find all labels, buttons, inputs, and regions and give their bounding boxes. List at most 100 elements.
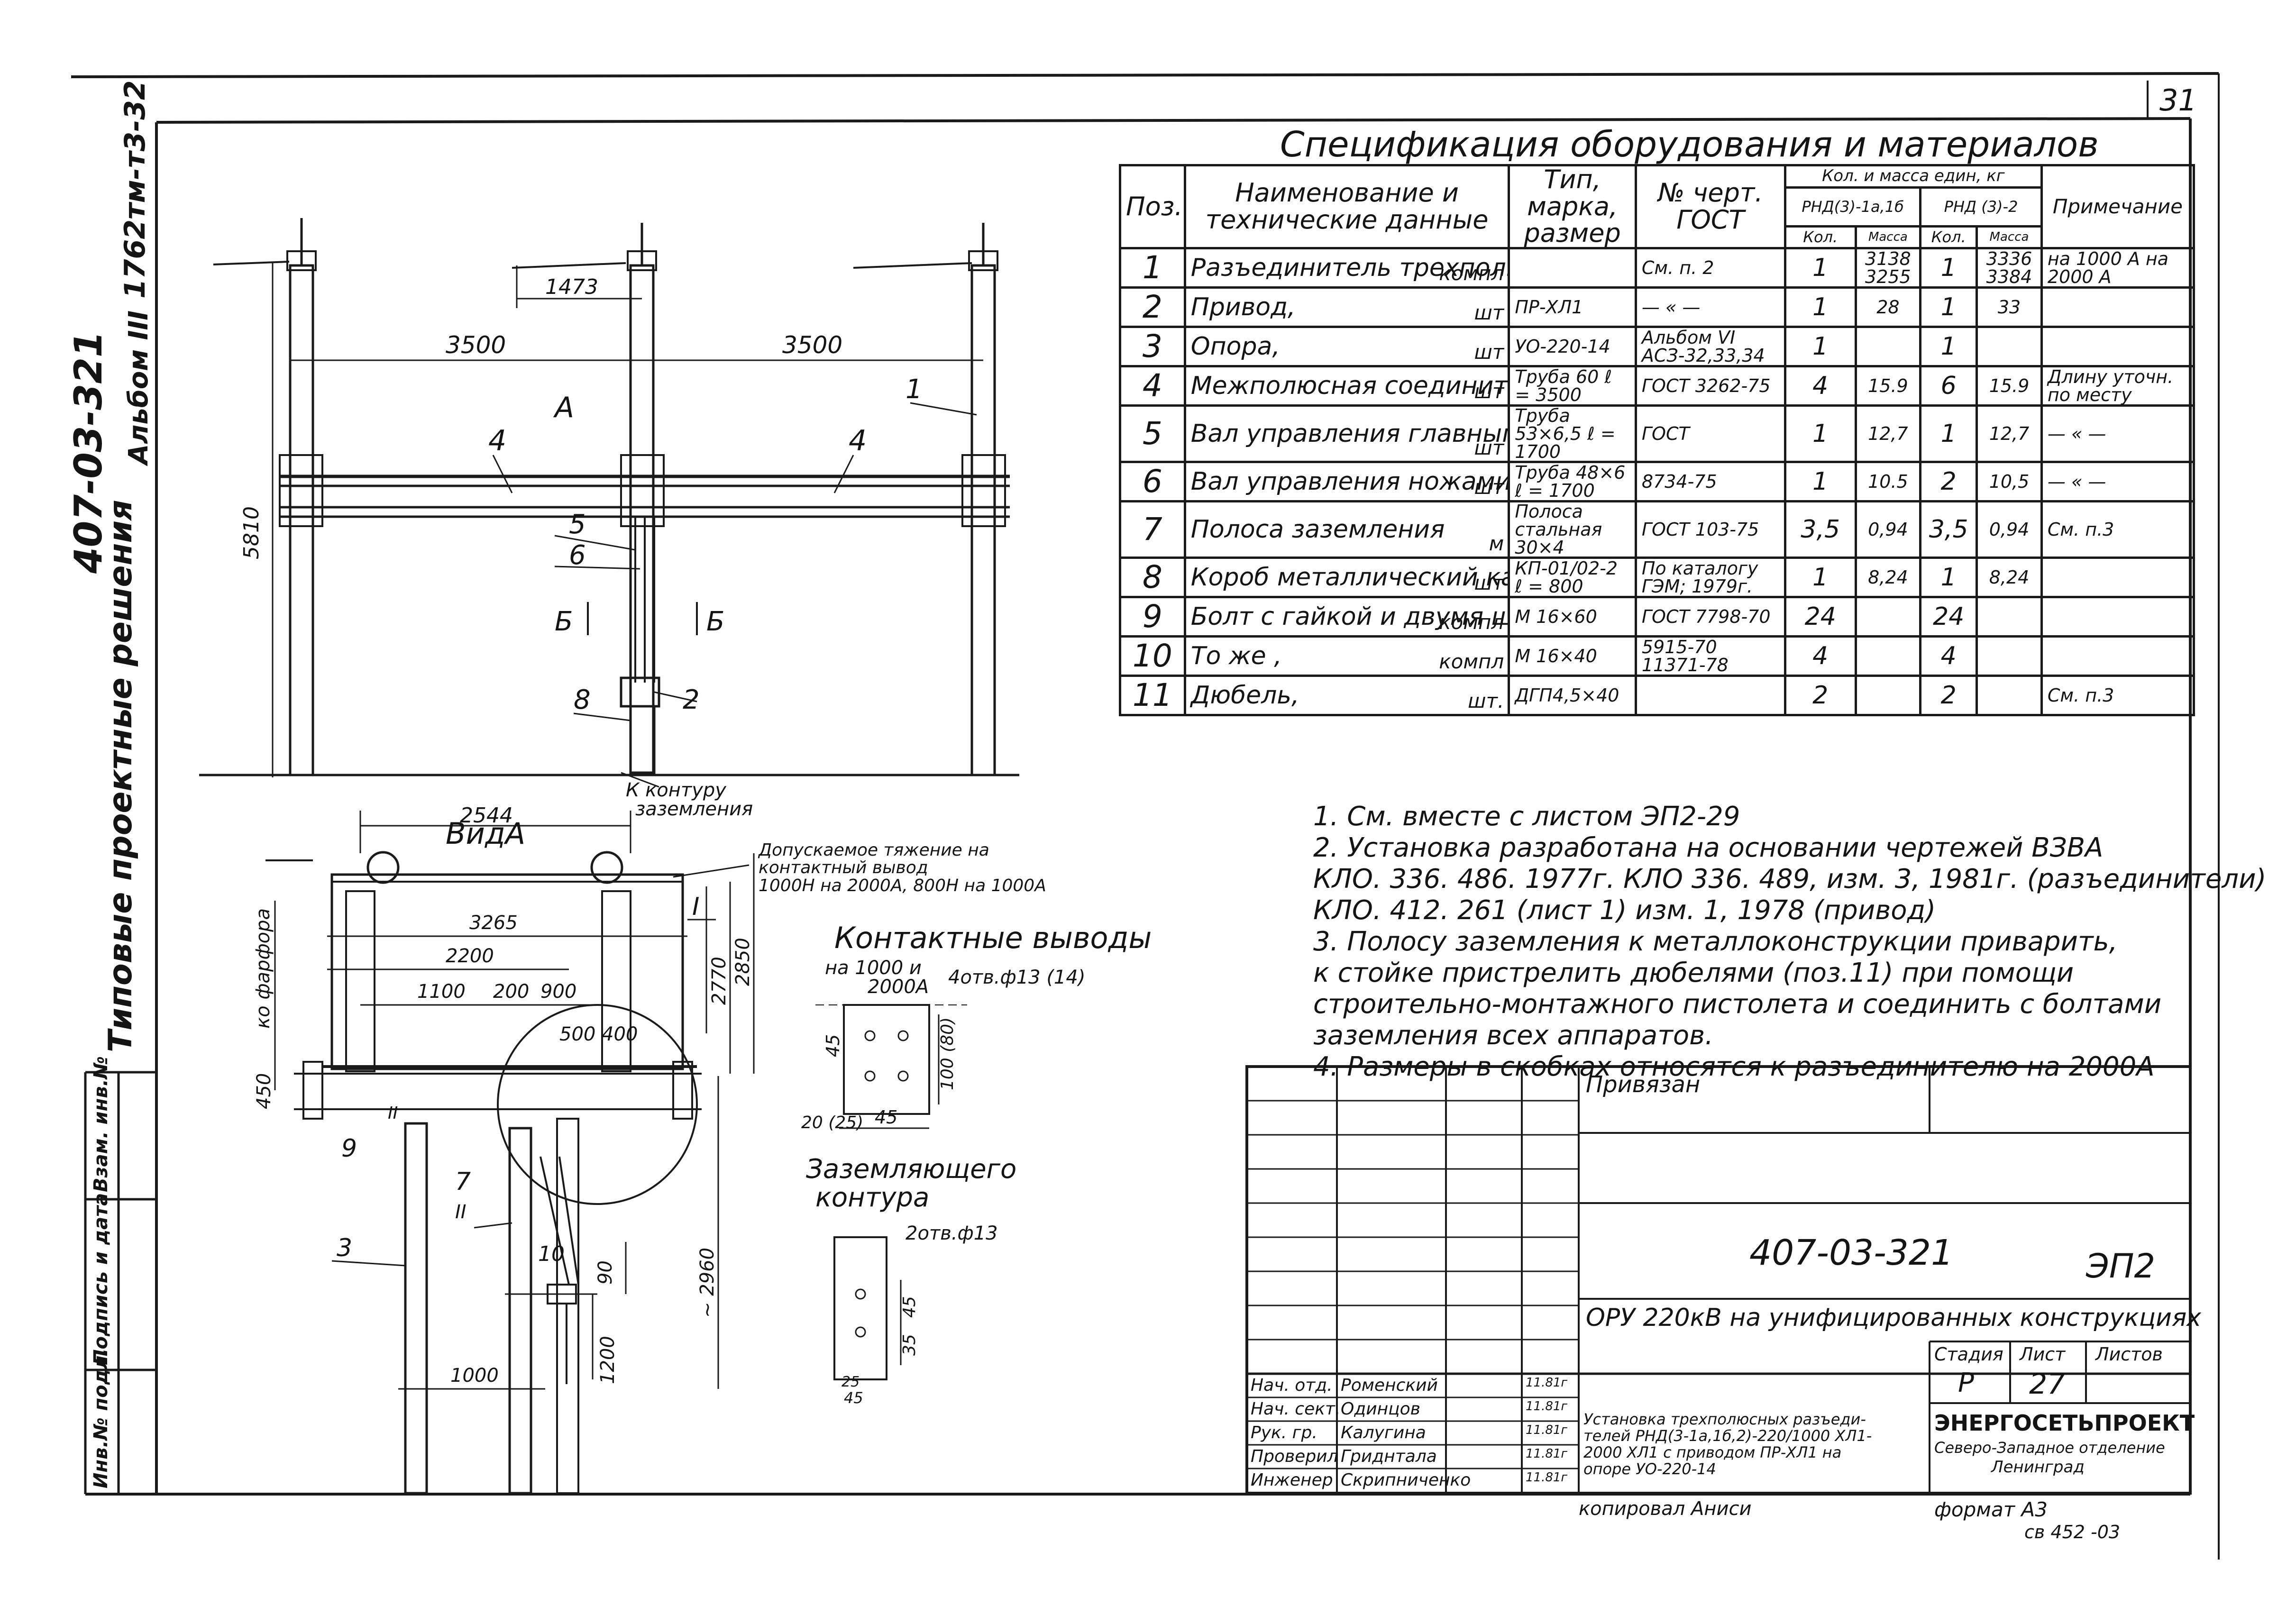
spec-qty-1: 4 [1784,365,1857,407]
stamp-org-div: Северо-Западное отделение [1934,1439,2165,1457]
stamp-sheet: 27 [2029,1368,2066,1401]
spec-unit: шт [1474,475,1504,499]
stamp-stage: Р [1958,1368,1974,1398]
stamp-stage-header: Стадия [1934,1344,2003,1365]
note-line: КЛО. 336. 486. 1977г. КЛО 336. 489, изм.… [1313,864,2267,894]
spec-mass-2: 33 [1976,286,2043,328]
stamp-org: ЭНЕРГОСЕТЬПРОЕКТ [1934,1410,2195,1436]
spec-doc: См. п. 2 [1634,247,1786,289]
callout-4-right: 4 [849,424,867,457]
spec-qty-2: 1 [1919,247,1978,289]
view-a-labels: ВидА 2544 3265 2200 1100 200 900 500 400… [252,803,1046,1387]
contour-label-2: заземления [635,798,753,820]
spec-mass-1: 12,7 [1854,404,1922,464]
stamp-desc-4: опоре УО-220-14 [1583,1460,1716,1478]
spec-doc: — « — [1634,286,1786,328]
spec-note [2040,596,2195,638]
view-callout-10: 10 [538,1242,565,1266]
stamp-privyazan: Привязан [1586,1071,1701,1098]
spec-qty-2: 1 [1919,326,1978,368]
spec-mass-1 [1854,635,1922,677]
dim-90: 90 [595,1260,616,1285]
inv-label-1: Инв.№ подл. [90,1348,112,1488]
dim-5810: 5810 [239,506,264,559]
spec-note: — « — [2040,404,2195,464]
ground-dim-35: 35 [900,1334,919,1356]
spec-mass-1: 28 [1854,286,1922,328]
ground-dim-25: 25 [842,1374,860,1390]
spec-name: Короб металлический кабельный,шт [1183,557,1510,599]
spec-name: Разъединитель трехполюсный,компл [1183,247,1510,289]
spec-name-text: Межполюсная соединительная тяга, [1190,372,1508,401]
spec-name-text: Разъединитель трехполюсный, [1190,254,1507,283]
spec-row: 4 Межполюсная соединительная тяга,штТруба… [1119,365,2195,407]
dim-1000: 1000 [450,1365,499,1387]
page-number: 31 [2159,83,2197,118]
spec-qty-2: 2 [1919,675,1978,717]
spec-name: Болт с гайкой и двумя шайбами,компл [1183,596,1510,638]
signature-date: 11.81г [1526,1376,1568,1390]
spec-name: Дюбель,шт. [1183,675,1510,717]
spec-doc: ГОСТ 3262-75 [1634,365,1786,407]
spec-qty-1: 1 [1784,404,1857,464]
label-b-right: Б [706,606,724,637]
spec-name-text: То же , [1190,642,1282,671]
spec-type: Труба 60 ℓ = 3500 [1508,365,1637,407]
spec-note [2040,286,2195,328]
spec-pos: 7 [1119,500,1186,559]
spec-qty-2: 1 [1919,404,1978,464]
dim-2200: 2200 [446,945,494,967]
contact-sub-2: 2000А [868,976,929,998]
view-a-title: ВидА [446,816,525,851]
stamp-desc-1: Установка трехполюсных разъеди- [1583,1410,1866,1428]
spec-name: Вал управления главными ножами,шт [1183,404,1510,464]
spec-mass-1: 0,94 [1854,500,1922,559]
spec-unit: шт [1474,380,1504,403]
spec-pos: 11 [1119,675,1186,717]
note-line: 2. Установка разработана на основании че… [1313,832,2104,863]
spec-qty-2: 6 [1919,365,1978,407]
spec-pos: 3 [1119,326,1186,368]
stamp-title: ОРУ 220кВ на унифицированных конструкция… [1586,1304,2201,1332]
spec-mass-2: 0,94 [1976,500,2043,559]
spec-header-qty-1: Кол. [1784,225,1857,250]
contact-dim-100: 100 (80) [938,1017,957,1090]
spec-name: Вал управления ножами заземленияшт [1183,461,1510,503]
spec-type: ДГП4,5×40 [1508,675,1637,717]
signature-role: Рук. гр. [1251,1423,1317,1442]
spec-mass-2: 8,24 [1976,557,2043,599]
spec-row: 1 Разъединитель трехполюсный,компл См. п. … [1119,247,2195,289]
spec-mass-2: 3336 3384 [1976,247,2043,289]
spec-qty-1: 1 [1784,461,1857,503]
callout-4-left: 4 [488,424,506,457]
spec-note: Длину уточн. по месту [2040,365,2195,407]
spec-unit: компл [1439,611,1504,634]
spec-name: Опора,шт [1183,326,1510,368]
spec-header-mass-1: Масса [1854,225,1922,250]
stamp-format: формат А3 [1934,1498,2048,1521]
spec-header-rnd2: РНД (3)-2 [1919,186,2043,228]
spec-name-text: Полоса заземления [1190,515,1445,544]
spec-pos: 2 [1119,286,1186,328]
album-label: Альбом III [123,310,154,465]
spec-header-note: Примечание [2040,164,2195,250]
contact-dim-45b: 45 [875,1107,897,1128]
contact-holes: 4отв.ф13 (14) [948,967,1085,988]
spec-note: на 1000 А на 2000 А [2040,247,2195,289]
spec-mass-2: 10,5 [1976,461,2043,503]
spec-qty-1: 1 [1784,286,1857,328]
spec-note [2040,326,2195,368]
spec-type: Труба 48×6 ℓ = 1700 [1508,461,1637,503]
spec-doc: По каталогу ГЭМ; 1979г. [1634,557,1786,599]
contact-terminals-detail [815,1004,967,1380]
dim-900: 900 [540,981,576,1003]
spec-name-text: Дюбель, [1190,681,1299,710]
stamp-org-city: Ленинград [1991,1458,2085,1477]
tension-note-3: 1000Н на 2000А, 800Н на 1000А [759,876,1046,895]
spec-type: КП-01/02-2 ℓ = 800 [1508,557,1637,599]
spec-name-text: Опора, [1190,332,1280,361]
dim-3265: 3265 [469,912,518,934]
dim-2770: 2770 [708,957,730,1005]
